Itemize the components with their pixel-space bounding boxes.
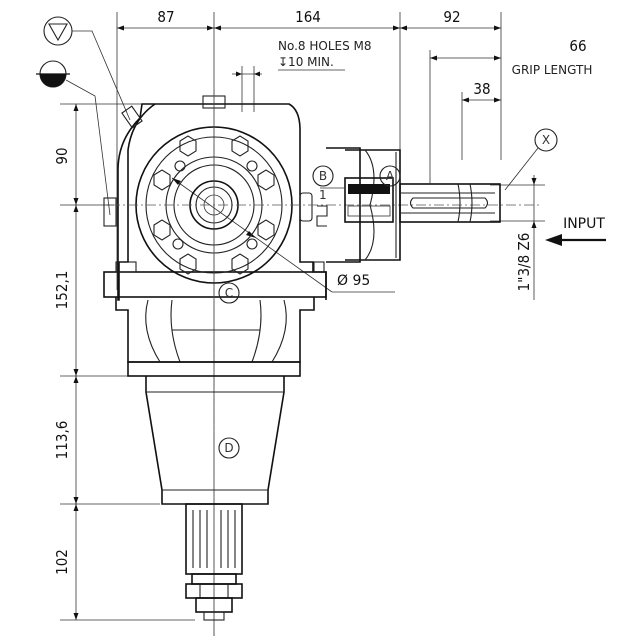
label-X-circle <box>534 128 558 152</box>
dim-87: 87 <box>157 8 174 26</box>
hex-bolt <box>231 253 249 275</box>
dim-arrow <box>494 55 501 61</box>
dim-90: 90 <box>53 147 71 164</box>
label-D: D <box>224 441 233 455</box>
flange-lug-left <box>115 261 137 273</box>
dim-arrow <box>462 97 469 103</box>
oil-level-half-icon <box>40 74 66 87</box>
dim-arrow <box>73 205 79 212</box>
oil-fill-triangle-icon <box>48 23 68 42</box>
level-plug <box>103 197 117 227</box>
label-D-circle <box>218 437 240 459</box>
skirt-rib <box>251 299 262 363</box>
dim-152-1: 152,1 <box>53 271 71 310</box>
hex-bolt <box>257 169 275 191</box>
fill-plug <box>121 105 143 129</box>
dim-arrow <box>531 221 537 228</box>
tapped-holes <box>172 160 258 250</box>
input-shaft <box>399 183 501 223</box>
dim-arrow <box>393 25 400 31</box>
dim-arrow <box>73 613 79 620</box>
diameter-label: Ø 95 <box>337 273 370 289</box>
dim-arrow <box>73 504 79 511</box>
tapped-hole <box>246 238 258 250</box>
input-label: INPUT <box>563 216 605 232</box>
nameplate-logo-bar <box>348 184 390 194</box>
rotation-symbol-icon <box>316 205 328 227</box>
hex-bolt <box>179 135 197 157</box>
hex-bolt <box>153 219 171 241</box>
flange-lug-right <box>313 261 325 273</box>
housing-curve-left <box>127 103 156 151</box>
label-C-circle <box>218 282 240 304</box>
dim-38: 38 <box>473 80 490 98</box>
spin-indicator: 1 <box>319 188 327 202</box>
holes-note-line1: No.8 HOLES M8 <box>278 39 372 53</box>
label-A-circle <box>379 165 401 187</box>
hex-bolt <box>179 253 197 275</box>
skirt-rib <box>145 299 161 363</box>
dim-arrow <box>73 198 79 205</box>
dim-arrow <box>494 97 501 103</box>
dim-arrow <box>73 369 79 376</box>
dim-arrow <box>400 25 407 31</box>
dim-arrow <box>430 55 437 61</box>
dim-92: 92 <box>443 8 460 26</box>
tapped-hole <box>172 238 184 250</box>
hex-bolt <box>153 169 171 191</box>
spline-teeth <box>192 510 236 568</box>
fill-plug-leader <box>72 30 131 121</box>
dim-spline: 1"3/8 Z6 <box>515 233 533 292</box>
skirt-rib <box>271 299 287 363</box>
dim-arrow <box>246 231 256 238</box>
dim-102: 102 <box>53 549 71 575</box>
dim-arrow <box>207 25 214 31</box>
spline-groove <box>409 197 489 209</box>
hex-bolt <box>257 219 275 241</box>
holes-note-line2: ↧10 MIN. <box>278 55 334 69</box>
shaft-tip <box>203 611 225 621</box>
label-X-leader <box>504 147 539 191</box>
side-boss <box>299 192 313 222</box>
label-A: A <box>386 169 395 183</box>
dim-arrow <box>73 497 79 504</box>
tapped-hole <box>174 160 186 172</box>
input-arrow-head <box>545 234 562 246</box>
dim-arrow <box>214 25 221 31</box>
nameplate <box>344 177 394 223</box>
dim-arrow <box>254 71 260 77</box>
tapered-hub <box>145 376 285 505</box>
dim-arrow <box>531 178 537 185</box>
input-housing-neck <box>326 147 361 263</box>
dim-arrow <box>73 104 79 111</box>
lock-groove <box>457 183 461 223</box>
lock-groove <box>469 183 473 223</box>
tapped-hole <box>246 160 258 172</box>
dim-arrow <box>172 178 181 185</box>
dim-arrow <box>494 25 501 31</box>
dim-arrow <box>236 71 242 77</box>
base-flange <box>103 271 327 298</box>
nameplate-text-bar <box>347 205 391 217</box>
dim-164: 164 <box>295 8 321 26</box>
skirt-rib <box>170 299 181 363</box>
grip-length-label: GRIP LENGTH <box>512 63 593 77</box>
label-C: C <box>225 286 233 300</box>
hex-bolts <box>153 135 275 275</box>
housing-outline <box>117 103 327 301</box>
input-flange-rib-curve <box>364 149 375 261</box>
dim-66: 66 <box>569 37 586 55</box>
dim-113-6: 113,6 <box>53 421 71 460</box>
label-B: B <box>319 169 327 183</box>
level-plug-leader <box>65 79 111 216</box>
label-X: X <box>542 133 550 147</box>
lower-flange <box>127 361 301 377</box>
dim-arrow <box>117 25 124 31</box>
hex-bolt <box>231 135 249 157</box>
label-B-circle <box>312 165 334 187</box>
dim-arrow <box>73 376 79 383</box>
